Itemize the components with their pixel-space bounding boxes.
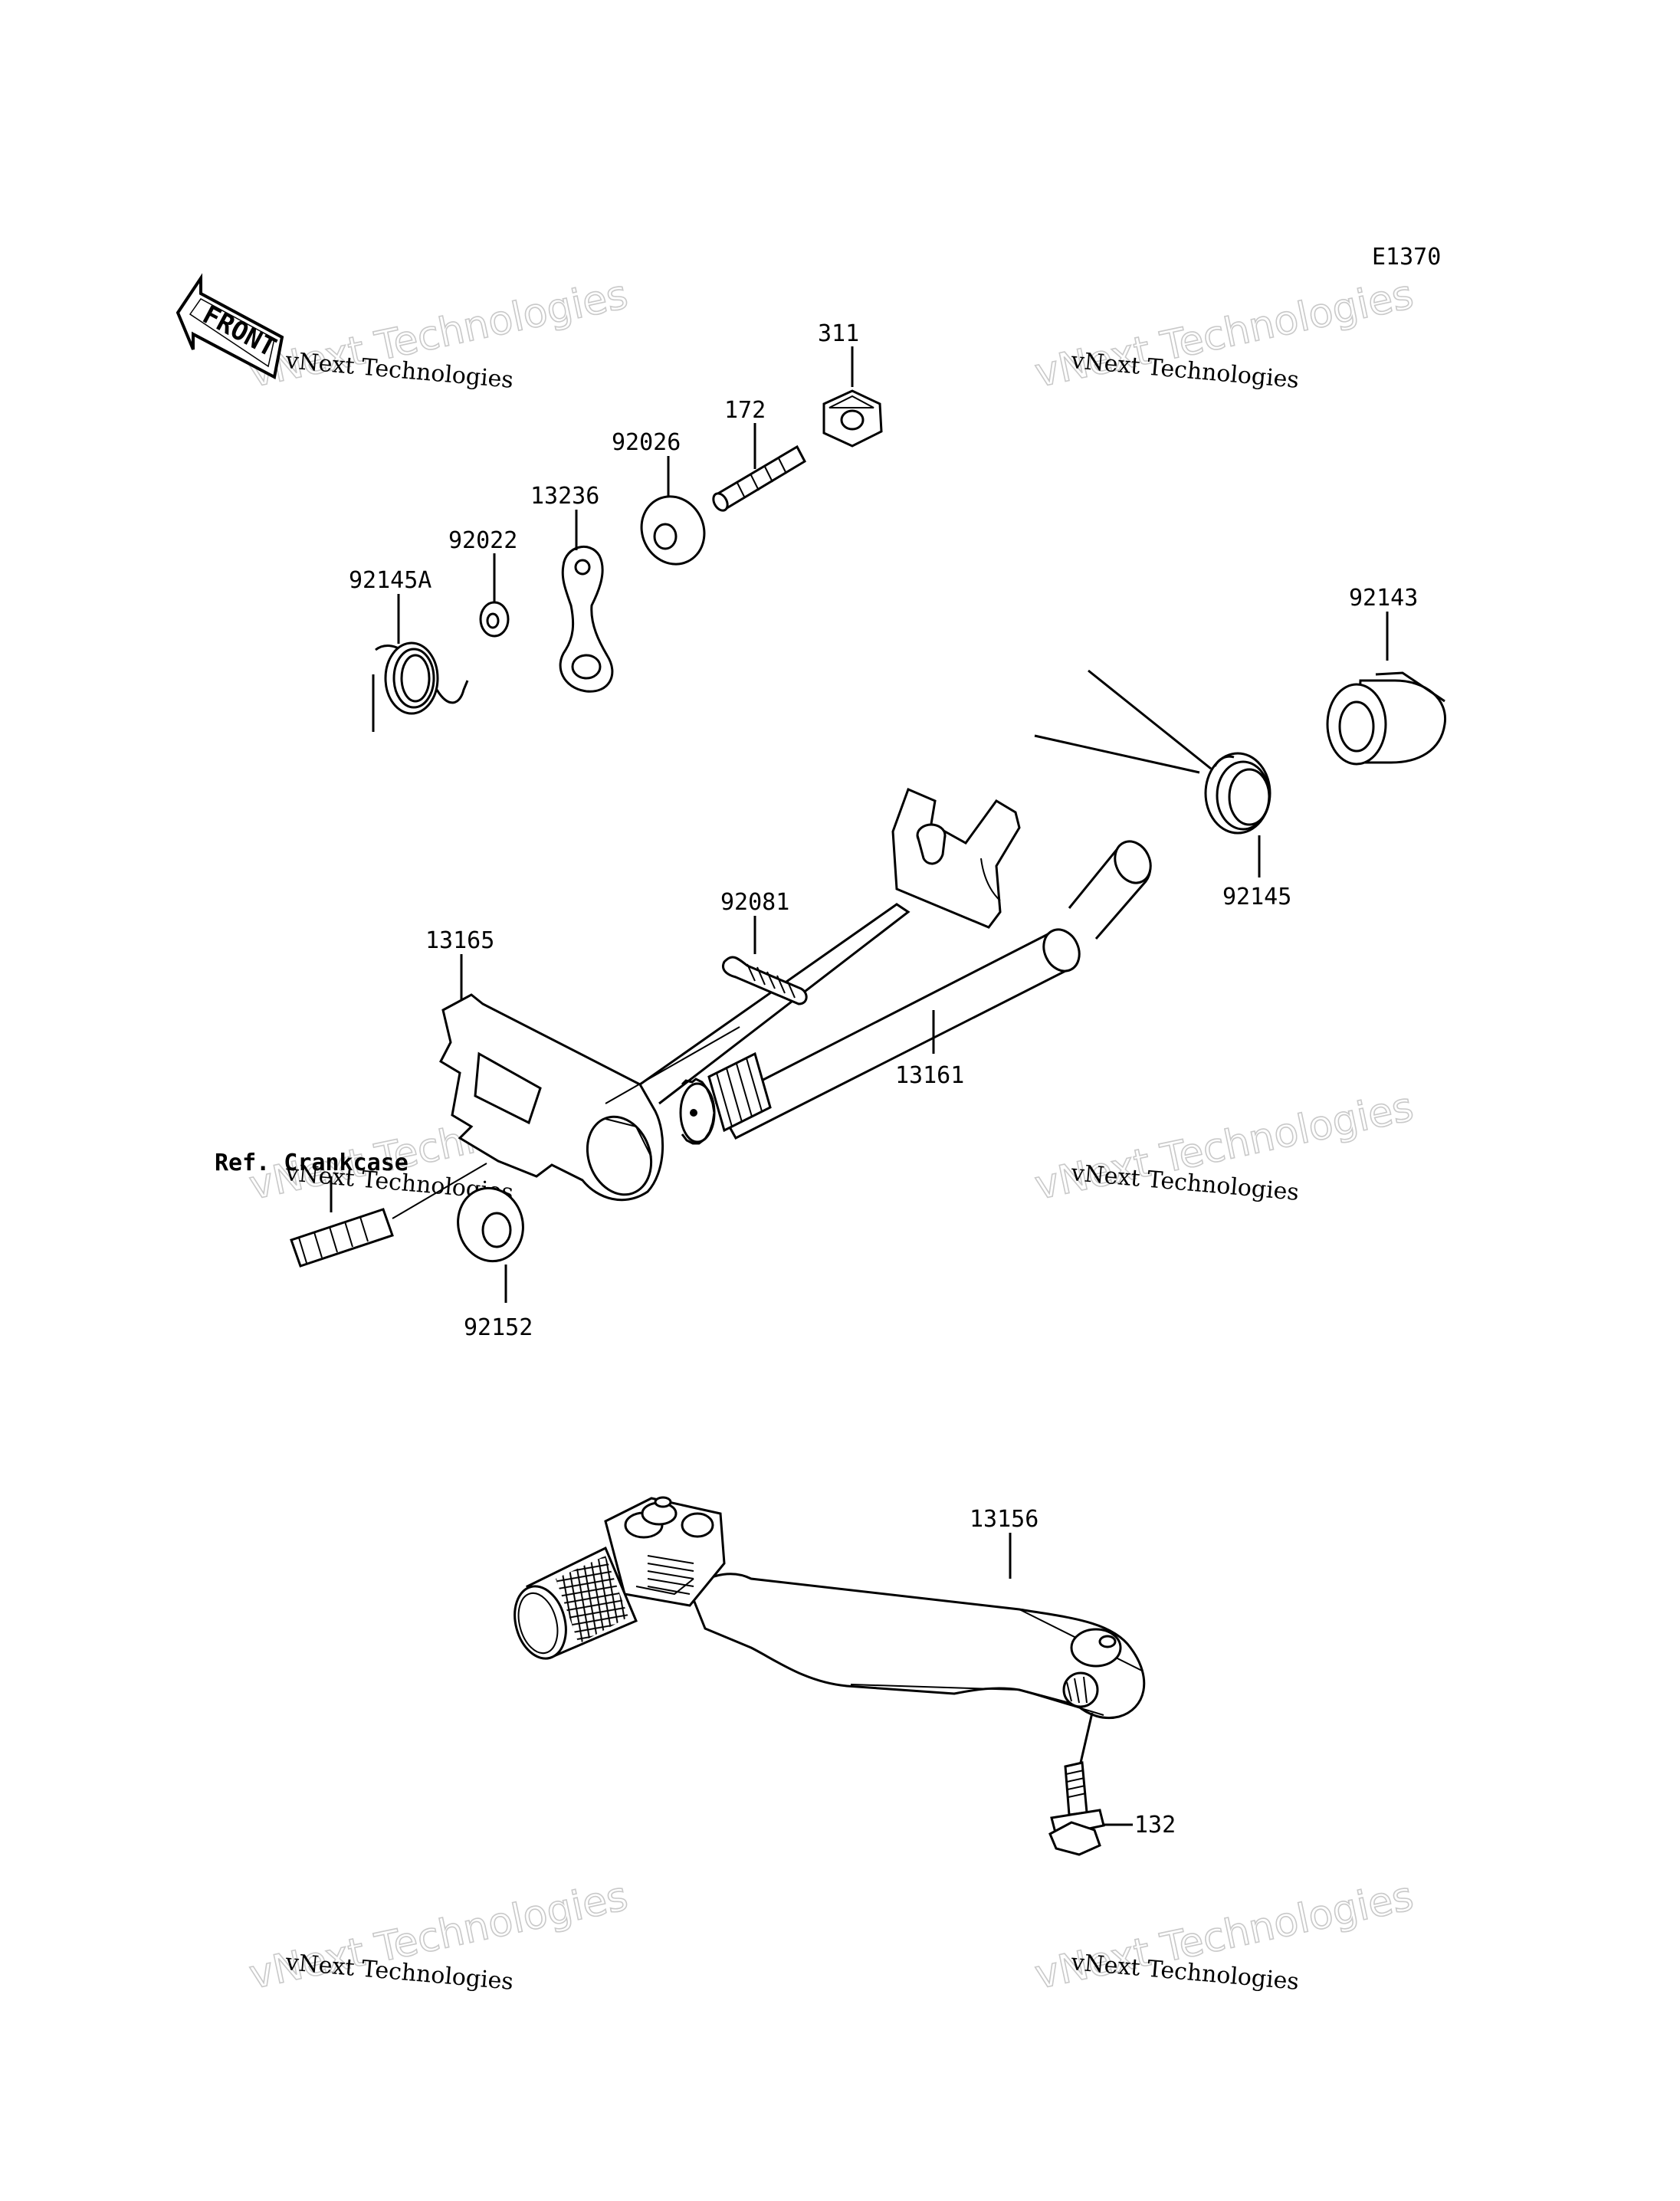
label-13236: 13236 bbox=[530, 483, 599, 510]
part-13156-shift-pedal bbox=[514, 1496, 1146, 1720]
part-92143-collar bbox=[1326, 671, 1447, 766]
guide-line bbox=[605, 1026, 740, 1104]
part-92145-spring bbox=[1034, 669, 1271, 835]
watermark-bottom-left: vNext Technologies vNext Technologies bbox=[244, 1873, 632, 1999]
label-92026: 92026 bbox=[612, 429, 681, 456]
part-13161-shift-shaft bbox=[679, 840, 1152, 1145]
label-13161: 13161 bbox=[895, 1062, 964, 1089]
watermark-top-right: vNext Technologies vNext Technologies bbox=[1030, 271, 1418, 398]
label-92145a: 92145A bbox=[349, 567, 431, 594]
label-13165: 13165 bbox=[425, 927, 494, 954]
label-92145: 92145 bbox=[1222, 884, 1291, 910]
label-132: 132 bbox=[1134, 1812, 1176, 1839]
label-92022: 92022 bbox=[448, 527, 517, 554]
part-13165-shift-arm bbox=[439, 787, 1021, 1202]
label-ref-crankcase: Ref. Crankcase bbox=[215, 1150, 409, 1176]
label-92143: 92143 bbox=[1349, 585, 1418, 612]
part-132-bolt bbox=[1048, 1712, 1105, 1856]
label-172: 172 bbox=[724, 397, 766, 424]
label-311: 311 bbox=[818, 320, 859, 347]
part-92081-spring bbox=[722, 956, 808, 1005]
watermark-mid-right: vNext Technologies vNext Technologies bbox=[1030, 1084, 1418, 1210]
label-92152: 92152 bbox=[464, 1314, 533, 1341]
part-311-nut bbox=[822, 389, 883, 448]
part-92145a-spring bbox=[372, 641, 469, 732]
part-92152-washer bbox=[457, 1186, 524, 1263]
label-92081: 92081 bbox=[720, 889, 789, 916]
front-arrow-icon: FRONT bbox=[176, 273, 284, 380]
part-92026-washer bbox=[640, 495, 706, 566]
watermark-bottom-right: vNext Technologies vNext Technologies bbox=[1030, 1873, 1418, 1999]
part-crankcase-stud bbox=[290, 1163, 487, 1268]
part-13236-lever bbox=[559, 545, 614, 693]
label-13156: 13156 bbox=[970, 1506, 1039, 1533]
part-172-stud bbox=[712, 444, 806, 512]
watermark-top-left: vNext Technologies vNext Technologies bbox=[244, 271, 632, 398]
diagram-code: E1370 bbox=[1372, 244, 1441, 271]
part-92022-washer bbox=[479, 601, 510, 638]
